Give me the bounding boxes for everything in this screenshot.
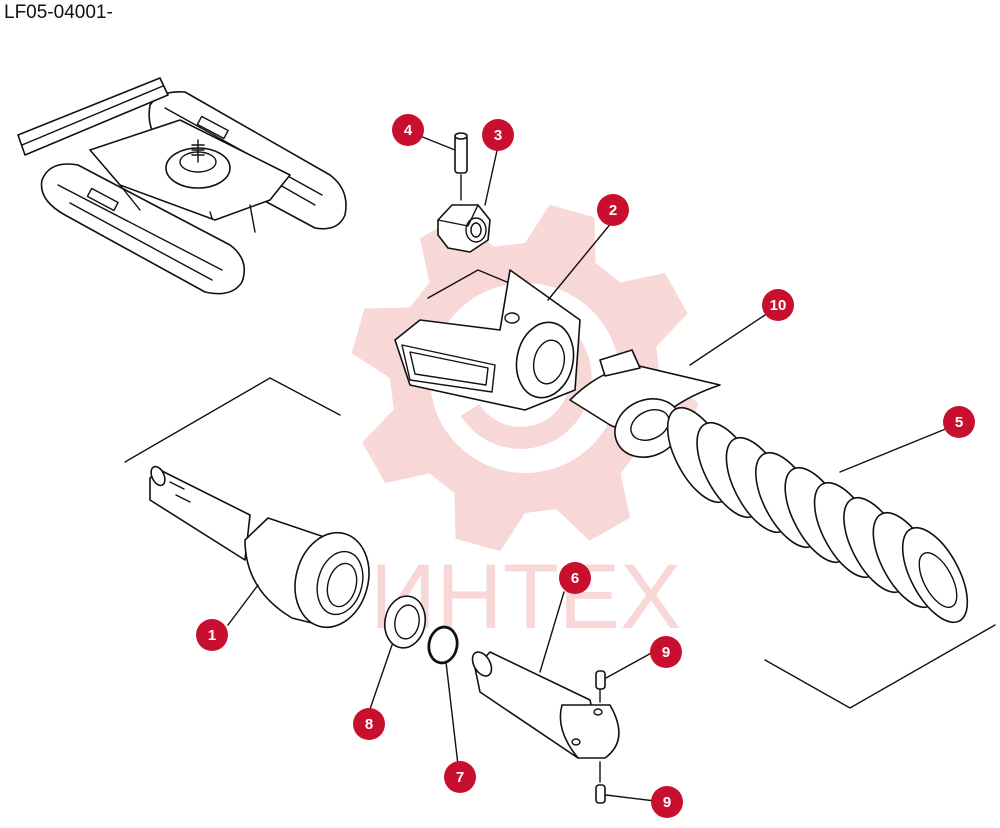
part-8-seal — [383, 595, 427, 649]
svg-text:9: 9 — [663, 794, 671, 811]
svg-text:1: 1 — [208, 627, 216, 644]
svg-text:3: 3 — [494, 127, 502, 144]
callout-10[interactable]: 10 — [762, 289, 794, 321]
callout-9-bottom[interactable]: 9 — [651, 786, 683, 818]
part-4-pin — [454, 132, 468, 201]
callout-1[interactable]: 1 — [196, 619, 228, 651]
callout-7[interactable]: 7 — [444, 761, 476, 793]
part-9-roll-pin-top — [595, 670, 606, 703]
callout-2[interactable]: 2 — [597, 194, 629, 226]
part-10-spring-seat — [569, 349, 721, 458]
spring-coil — [901, 526, 969, 624]
part-2-idler-bracket — [394, 269, 581, 411]
part-1-tension-rod — [124, 377, 370, 629]
spring-end-opening — [918, 552, 958, 608]
callout-group: 1 2 3 4 5 6 7 8 9 9 10 — [196, 114, 975, 818]
callout-9-top[interactable]: 9 — [650, 636, 682, 668]
svg-text:8: 8 — [365, 716, 373, 733]
part-3-nut — [437, 204, 491, 253]
callout-4[interactable]: 4 — [392, 114, 424, 146]
leader-lines — [227, 135, 949, 802]
svg-text:9: 9 — [662, 644, 670, 661]
svg-text:2: 2 — [609, 202, 617, 219]
part-5-recoil-spring — [666, 406, 996, 709]
part-7-o-ring — [427, 625, 459, 665]
callout-6[interactable]: 6 — [559, 562, 591, 594]
svg-text:7: 7 — [456, 769, 464, 786]
callout-3[interactable]: 3 — [482, 119, 514, 151]
svg-text:6: 6 — [571, 570, 579, 587]
callout-5[interactable]: 5 — [943, 406, 975, 438]
svg-text:4: 4 — [404, 122, 413, 139]
undercarriage-overview-image — [17, 77, 347, 295]
callout-8[interactable]: 8 — [353, 708, 385, 740]
part-6-pin — [471, 651, 620, 759]
svg-text:5: 5 — [955, 414, 963, 431]
part-9-roll-pin-bottom — [595, 761, 606, 804]
diagram-code: LF05-04001- — [4, 2, 113, 23]
svg-text:10: 10 — [770, 297, 787, 314]
